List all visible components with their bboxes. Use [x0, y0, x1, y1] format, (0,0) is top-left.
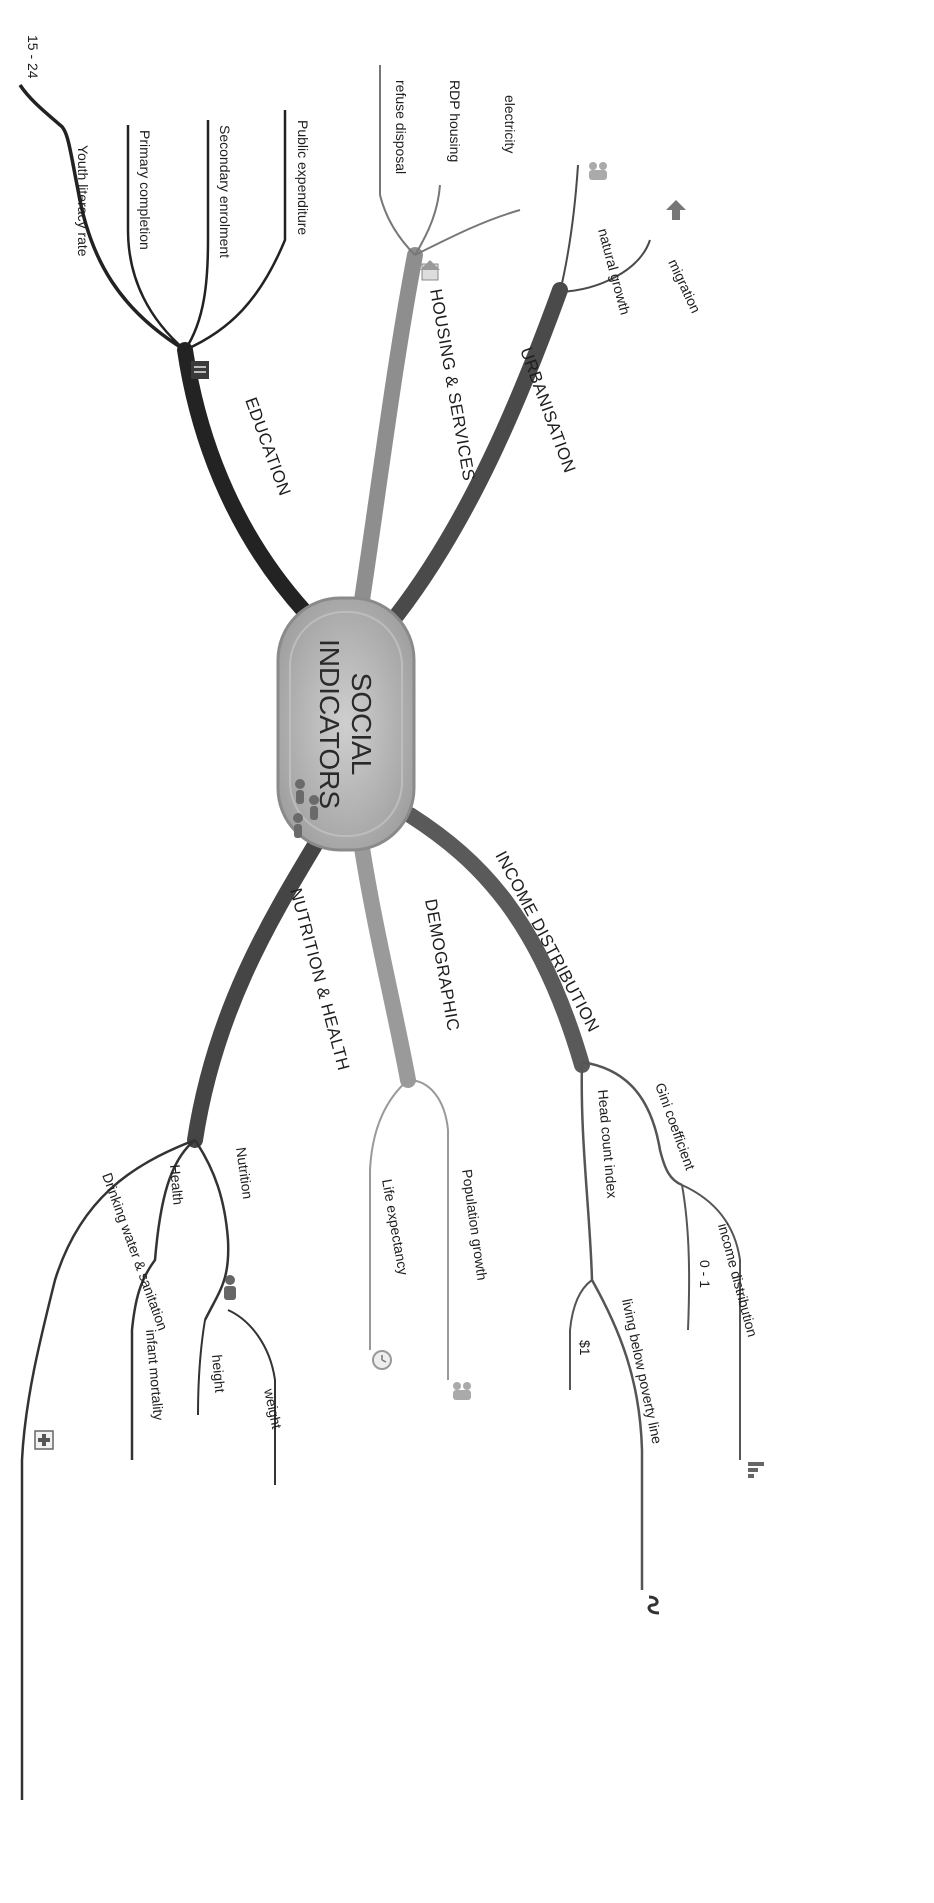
- leaf-income-distribution[interactable]: income distribution: [715, 1222, 761, 1339]
- node-demographic[interactable]: DEMOGRAPHIC: [421, 897, 463, 1032]
- leaf-life-expectancy[interactable]: Life expectancy: [379, 1178, 412, 1277]
- branch-housing: [354, 247, 423, 608]
- connector-life-expectancy: [369, 1079, 409, 1350]
- connector-zero-one: [681, 1184, 691, 1331]
- leaf-weight[interactable]: weight: [261, 1386, 285, 1430]
- connector-height: [197, 1319, 206, 1416]
- connector-electricity: [414, 209, 521, 256]
- public-expenditure-label: Public expenditure: [295, 120, 311, 235]
- branch-income: [402, 807, 590, 1073]
- connector-migration: [559, 239, 651, 293]
- weight-label: weight: [261, 1386, 285, 1430]
- leaf-natural-growth[interactable]: natural growth: [595, 227, 633, 317]
- height-label: height: [209, 1354, 228, 1394]
- central-node[interactable]: SOCIAL INDICATORS: [276, 596, 416, 852]
- people-group-icon: [293, 779, 319, 838]
- nutrition-sub-label: Nutrition: [233, 1146, 256, 1200]
- poverty-line-label: living below poverty line: [619, 1297, 665, 1445]
- leaf-head-count[interactable]: Head count index: [595, 1089, 620, 1199]
- leaf-refuse-disposal[interactable]: refuse disposal: [393, 80, 409, 174]
- connector-income-distribution: [681, 1184, 741, 1460]
- leaf-nutrition[interactable]: Nutrition: [233, 1146, 256, 1200]
- one-dollar-label: $1: [577, 1340, 593, 1356]
- node-housing[interactable]: HOUSING & SERVICES: [426, 287, 479, 482]
- connector-nutrition: [193, 1139, 230, 1321]
- snake-icon: [647, 1595, 660, 1615]
- node-education[interactable]: EDUCATION: [241, 395, 294, 499]
- leaf-one-dollar[interactable]: $1: [577, 1340, 593, 1356]
- health-label: Health: [167, 1164, 186, 1206]
- refuse-disposal-label: refuse disposal: [393, 80, 409, 174]
- connector-population-growth: [407, 1079, 449, 1380]
- leaf-primary-completion[interactable]: Primary completion: [137, 130, 153, 250]
- nutrition-label: NUTRITION & HEALTH: [286, 886, 353, 1073]
- connector-refuse-disposal: [379, 65, 416, 256]
- node-income[interactable]: INCOME DISTRIBUTION: [491, 848, 603, 1035]
- leaf-infant-mortality[interactable]: infant mortality: [143, 1329, 167, 1421]
- rdp-housing-label: RDP housing: [447, 80, 463, 162]
- connector-weight: [227, 1309, 276, 1485]
- infant-mortality-label: infant mortality: [143, 1329, 167, 1421]
- leaf-migration[interactable]: migration: [665, 257, 704, 316]
- gini-label: Gini coefficient: [652, 1081, 698, 1173]
- house-icon: [420, 260, 440, 281]
- connector-youth-literacy: [18, 84, 186, 352]
- branch-urbanisation: [389, 282, 568, 623]
- people-icon: [589, 162, 607, 180]
- clock-icon: [372, 1350, 392, 1370]
- leaf-population-growth[interactable]: Population growth: [459, 1168, 490, 1281]
- zero-one-label: 0 - 1: [697, 1260, 713, 1288]
- leaf-poverty-line[interactable]: living below poverty line: [619, 1297, 665, 1445]
- node-nutrition[interactable]: NUTRITION & HEALTH: [286, 886, 353, 1073]
- bar-chart-icon: [748, 1462, 764, 1478]
- connector-primary-completion: [126, 125, 186, 351]
- life-expectancy-label: Life expectancy: [379, 1178, 412, 1277]
- housing-label: HOUSING & SERVICES: [426, 287, 479, 482]
- leaf-health[interactable]: Health: [167, 1164, 186, 1206]
- leaf-gini[interactable]: Gini coefficient: [652, 1081, 698, 1173]
- migration-label: migration: [665, 257, 704, 316]
- primary-completion-label: Primary completion: [137, 130, 153, 250]
- income-distribution-label: income distribution: [715, 1222, 761, 1339]
- leaf-height[interactable]: height: [209, 1354, 228, 1394]
- connector-health: [130, 1139, 196, 1460]
- electricity-label: electricity: [502, 95, 518, 153]
- natural-growth-label: natural growth: [595, 227, 633, 317]
- connector-public-expenditure: [184, 110, 287, 352]
- leaf-youth-literacy[interactable]: Youth literacy rate: [75, 145, 91, 257]
- arrow-up-icon: [666, 200, 686, 220]
- branch-education: [177, 342, 313, 620]
- connector-secondary-enrolment: [183, 120, 210, 351]
- head-count-label: Head count index: [595, 1089, 620, 1199]
- connector-drinking-water: [20, 1138, 196, 1800]
- central-title-line1: SOCIAL: [346, 673, 377, 776]
- first-aid-icon: [34, 1430, 54, 1450]
- secondary-enrolment-label: Secondary enrolment: [217, 125, 233, 258]
- population-growth-label: Population growth: [459, 1168, 490, 1281]
- leaf-electricity[interactable]: electricity: [502, 95, 518, 153]
- youth-literacy-label: Youth literacy rate: [75, 145, 91, 257]
- leaf-secondary-enrolment[interactable]: Secondary enrolment: [217, 125, 233, 258]
- connector-gini: [581, 1060, 683, 1187]
- income-label: INCOME DISTRIBUTION: [491, 848, 603, 1035]
- person-icon: [224, 1275, 236, 1300]
- leaf-zero-one[interactable]: 0 - 1: [697, 1260, 713, 1288]
- urbanisation-label: URBANISATION: [516, 345, 579, 476]
- connector-one-dollar: [569, 1279, 593, 1390]
- leaf-age-range[interactable]: 15 - 24: [25, 35, 41, 79]
- connector-rdp-housing: [414, 184, 441, 256]
- node-urbanisation[interactable]: URBANISATION: [516, 345, 579, 476]
- branch-demographic: [354, 840, 416, 1088]
- leaf-rdp-housing[interactable]: RDP housing: [447, 80, 463, 162]
- book-icon: [191, 361, 209, 379]
- people-icon: [453, 1382, 471, 1400]
- leaf-public-expenditure[interactable]: Public expenditure: [295, 120, 311, 235]
- branch-nutrition: [187, 832, 326, 1148]
- age-range-label: 15 - 24: [25, 35, 41, 79]
- demographic-label: DEMOGRAPHIC: [421, 897, 463, 1032]
- connector-natural-growth: [559, 164, 579, 293]
- central-title-line2: INDICATORS: [314, 639, 345, 809]
- education-label: EDUCATION: [241, 395, 294, 499]
